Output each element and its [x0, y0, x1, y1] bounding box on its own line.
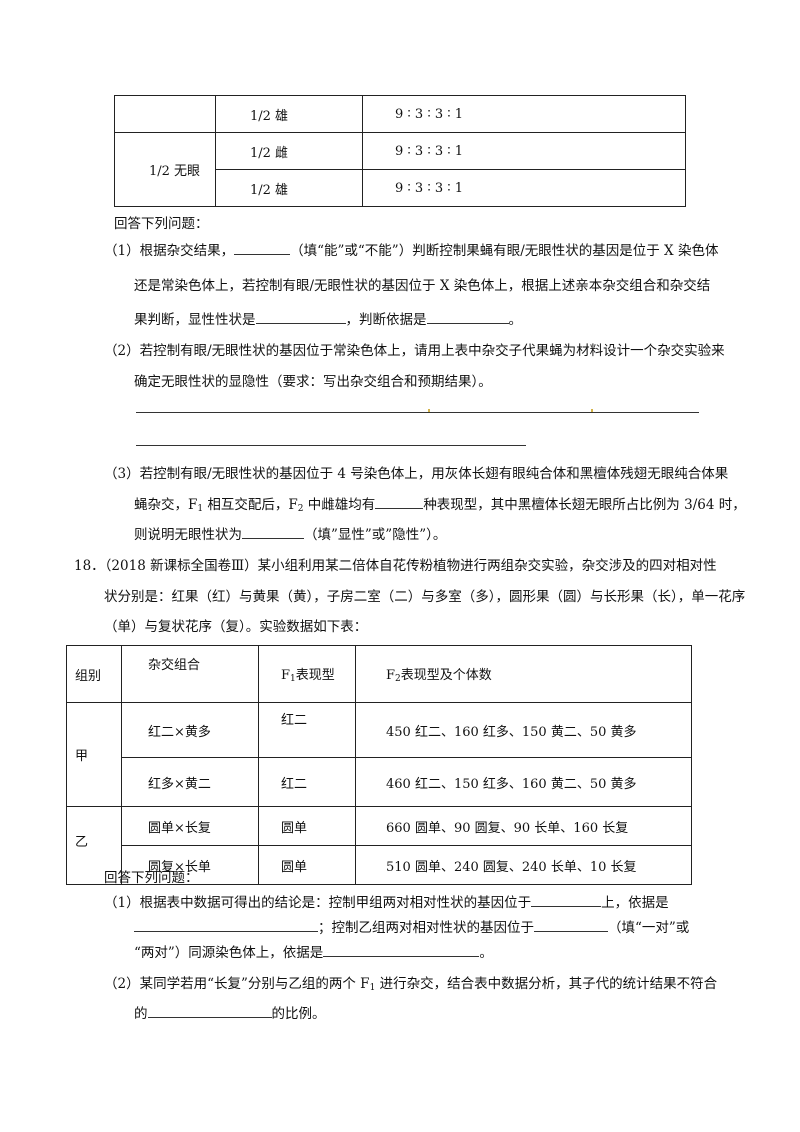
table-row: 1/2 雄 9 ∶ 3 ∶ 3 ∶ 1 — [115, 169, 686, 207]
text: 种表现型，其中黑檀体长翅无眼所占比例为 3/64 时， — [423, 497, 746, 513]
header-group: 组别 — [66, 645, 122, 703]
question-17-3-line-2: 蝇杂交，F1 相互交配后，F2 中雌雄均有 种表现型，其中黑檀体长翅无眼所占比例为… — [134, 495, 746, 519]
table-cell: 9 ∶ 3 ∶ 3 ∶ 1 — [362, 132, 686, 170]
text: （填“能”或“不能”）判断控制果蝇有眼/无眼性状的基因是位于 X 染色体 — [290, 243, 719, 259]
cell-cross: 红多×黄二 — [121, 757, 259, 807]
cell-group: 甲 — [66, 702, 122, 807]
answer-blank[interactable] — [375, 508, 424, 509]
table-cell: 1/2 雄 — [215, 169, 363, 207]
table-cell — [114, 95, 216, 133]
table-cross-experiment: 组别 杂交组合 F1表现型 F2表现型及个体数 甲 红二×黄多 红二 450 红… — [66, 645, 692, 885]
header-f2: F2表现型及个体数 — [355, 645, 692, 703]
mark — [428, 409, 430, 412]
question-17-3-line-3: 则说明无眼性状为 （填”显性”或”隐性”）。 — [134, 525, 446, 545]
mark — [591, 409, 593, 412]
section-intro: 回答下列问题： — [104, 870, 199, 886]
text: F — [281, 668, 291, 683]
answer-blank[interactable] — [234, 254, 291, 255]
text: 表现型 — [295, 668, 335, 683]
text: （1）根据杂交结果， — [104, 243, 235, 259]
cell-f1: 红二 — [258, 702, 356, 758]
cell-f1: 红二 — [258, 757, 356, 807]
text: 。 — [479, 945, 493, 961]
table-row: 圆复×长单 圆单 510 圆单、240 圆复、240 长单、10 长复 — [67, 845, 692, 885]
text: 的比例。 — [271, 1006, 326, 1022]
table-cell: 9 ∶ 3 ∶ 3 ∶ 1 — [362, 169, 686, 207]
table-row: 红多×黄二 红二 460 红二、150 红多、160 黄二、50 黄多 — [67, 757, 692, 807]
answer-line[interactable] — [136, 445, 526, 446]
cell-f1: 圆单 — [258, 806, 356, 846]
question-18-line-2: 状分别是：红果（红）与黄果（黄），子房二室（二）与多室（多），圆形果（圆）与长形… — [104, 589, 746, 605]
subscript: 2 — [395, 674, 401, 684]
table-row: 乙 圆单×长复 圆单 660 圆单、90 圆复、90 长单、160 长复 — [66, 806, 692, 885]
text: 上，依据是 — [601, 895, 669, 911]
table-phenotype-ratios: 1/2 雄 9 ∶ 3 ∶ 3 ∶ 1 1/2 无眼 1/2 雌 9 ∶ 3 ∶… — [114, 95, 686, 207]
header-cross: 杂交组合 — [121, 645, 259, 703]
question-17-1-line-1: （1）根据杂交结果， （填“能”或“不能”）判断控制果蝇有眼/无眼性状的基因是位于… — [104, 241, 718, 261]
subscript: 2 — [297, 504, 304, 514]
answer-blank[interactable] — [534, 931, 608, 932]
text: F — [386, 668, 396, 683]
question-17-3-line-1: （3）若控制有眼/无眼性状的基因位于 4 号染色体上，用灰体长翅有眼纯合体和黑檀… — [104, 466, 729, 482]
text: “两对”）同源染色体上，依据是 — [134, 945, 324, 961]
cell-f2: 450 红二、160 红多、150 黄二、50 黄多 — [355, 702, 692, 758]
text: 。 — [508, 312, 523, 328]
table-cell: 9 ∶ 3 ∶ 3 ∶ 1 — [362, 95, 686, 133]
cell-f1: 圆单 — [258, 845, 356, 885]
section-intro: 回答下列问题： — [114, 216, 209, 232]
answer-blank[interactable] — [255, 323, 346, 324]
table-row: 甲 红二×黄多 红二 450 红二、160 红多、150 黄二、50 黄多 — [66, 702, 692, 807]
subscript: 1 — [290, 674, 296, 684]
text: 相互交配后，F — [203, 497, 298, 513]
question-17-1-line-3: 果判断，显性性状是 ，判断依据是 。 — [134, 310, 522, 330]
table-cell: 1/2 雄 — [215, 95, 363, 133]
cell-cross: 圆单×长复 — [121, 806, 259, 846]
text: ，判断依据是 — [345, 312, 427, 328]
text: 表现型及个体数 — [400, 668, 492, 683]
question-18-line-1: 18．（2018 新课标全国卷Ⅲ）某小组利用某二倍体自花传粉植物进行两组杂交实验… — [74, 558, 717, 574]
answer-line[interactable] — [136, 412, 699, 413]
question-18-1-line-3: “两对”）同源染色体上，依据是 。 — [134, 943, 493, 963]
cell-f2: 510 圆单、240 圆复、240 长单、10 长复 — [355, 845, 692, 885]
table-header-row: 组别 杂交组合 F1表现型 F2表现型及个体数 — [66, 645, 692, 703]
answer-blank[interactable] — [147, 1017, 272, 1018]
question-18-1-line-2: ；控制乙组两对相对性状的基因位于 （填“一对”或 — [134, 918, 689, 938]
cell-f2: 660 圆单、90 圆复、90 长单、160 长复 — [355, 806, 692, 846]
table-cell: 1/2 无眼 — [114, 132, 216, 207]
question-17-2-line-1: （2）若控制有眼/无眼性状的基因位于常染色体上，请用上表中杂交子代果蝇为材料设计… — [104, 343, 725, 359]
text: 中雌雄均有 — [303, 497, 376, 513]
question-17-2-line-2: 确定无眼性状的显隐性（要求：写出杂交组合和预期结果）。 — [134, 374, 492, 390]
text: 蝇杂交，F — [134, 497, 198, 513]
question-18-1-line-1: （1）根据表中数据可得出的结论是：控制甲组两对相对性状的基因位于 上，依据是 — [104, 893, 669, 913]
cell-f2: 460 红二、150 红多、160 黄二、50 黄多 — [355, 757, 692, 807]
cell-cross: 圆复×长单 — [121, 845, 259, 885]
header-f1: F1表现型 — [258, 645, 356, 703]
subscript: 1 — [369, 983, 376, 993]
table-row: 1/2 无眼 1/2 雌 9 ∶ 3 ∶ 3 ∶ 1 — [114, 132, 686, 207]
question-18-line-3: （单）与复状花序（复）。实验数据如下表： — [104, 619, 368, 635]
text: 进行杂交，结合表中数据分析，其子代的统计结果不符合 — [375, 976, 718, 992]
text: 果判断，显性性状是 — [134, 312, 256, 328]
text: ；控制乙组两对相对性状的基因位于 — [318, 920, 534, 936]
text: （填”显性”或”隐性”）。 — [304, 527, 447, 543]
cell-cross: 红二×黄多 — [121, 702, 259, 758]
answer-blank[interactable] — [426, 323, 509, 324]
question-18-2-line-1: （2）某同学若用“长复”分别与乙组的两个 F1 进行杂交，结合表中数据分析，其子… — [104, 974, 717, 998]
answer-blank[interactable] — [323, 956, 480, 957]
question-17-1-line-2: 还是常染色体上，若控制有眼/无眼性状的基因位于 X 染色体上，根据上述亲本杂交组… — [134, 278, 711, 294]
subscript: 1 — [197, 504, 204, 514]
text: （1）根据表中数据可得出的结论是：控制甲组两对相对性状的基因位于 — [104, 895, 532, 911]
text: （填“一对”或 — [608, 920, 690, 936]
question-18-2-line-2: 的 的比例。 — [134, 1004, 326, 1024]
text: 则说明无眼性状为 — [134, 527, 242, 543]
answer-blank[interactable] — [242, 538, 304, 539]
answer-blank[interactable] — [134, 931, 318, 932]
table-row: 1/2 雄 9 ∶ 3 ∶ 3 ∶ 1 — [114, 95, 686, 133]
answer-blank[interactable] — [531, 906, 602, 907]
text: 的 — [134, 1006, 148, 1022]
text: （2）某同学若用“长复”分别与乙组的两个 F — [104, 976, 370, 992]
table-cell: 1/2 雌 — [215, 132, 363, 170]
